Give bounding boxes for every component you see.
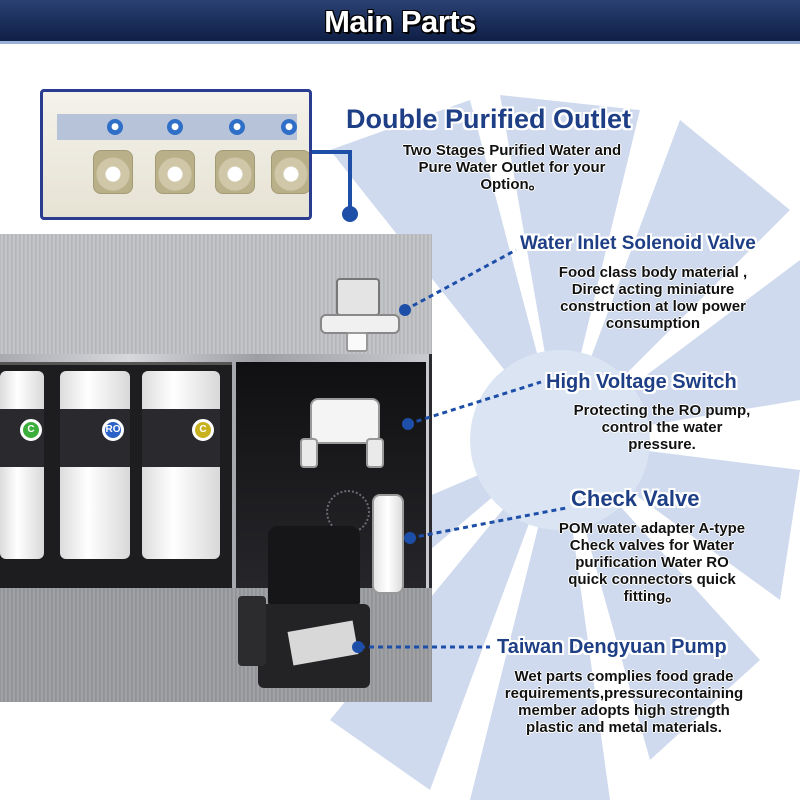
water-drop-icon: ● (167, 119, 183, 135)
solenoid-description: Food class body material , Direct acting… (558, 264, 748, 332)
outlet-fitting (271, 150, 309, 194)
pump-description: Wet parts complies food grade requiremen… (504, 668, 744, 736)
water-drop-icon: ● (281, 119, 297, 135)
filter-cartridge: RO (60, 371, 130, 559)
booster-pump-image (238, 526, 378, 690)
check-valve-heading: Check Valve (571, 486, 700, 511)
cartridge-bay: C RO C (0, 362, 232, 588)
outlet-heading: Double Purified Outlet (346, 104, 632, 134)
cartridge-badge: RO (102, 419, 124, 441)
page-title: Main Parts (324, 4, 476, 39)
high-voltage-switch-image (300, 398, 390, 474)
outlet-fitting (155, 150, 195, 194)
hvs-heading: High Voltage Switch (546, 371, 737, 393)
outlet-fitting (215, 150, 255, 194)
water-drop-icon: ● (229, 119, 245, 135)
solenoid-heading: Water Inlet Solenoid Valve (520, 233, 756, 254)
cartridge-badge: C (192, 419, 214, 441)
filter-cartridge: C (0, 371, 44, 559)
cartridge-badge: C (20, 419, 42, 441)
hvs-description: Protecting the RO pump, control the wate… (573, 402, 751, 453)
solenoid-valve-image (320, 278, 404, 358)
water-drop-icon: ● (107, 119, 123, 135)
outlet-closeup-inset: ● ● ● ● (40, 89, 312, 220)
check-valve-image (372, 494, 406, 598)
outlet-fitting (93, 150, 133, 194)
check-valve-description: POM water adapter A-type Check valves fo… (558, 520, 746, 605)
pump-heading: Taiwan Dengyuan Pump (497, 636, 727, 658)
outlet-description: Two Stages Purified Water and Pure Water… (402, 142, 622, 193)
filter-cartridge: C (142, 371, 220, 559)
title-banner: Main Parts (0, 0, 800, 44)
